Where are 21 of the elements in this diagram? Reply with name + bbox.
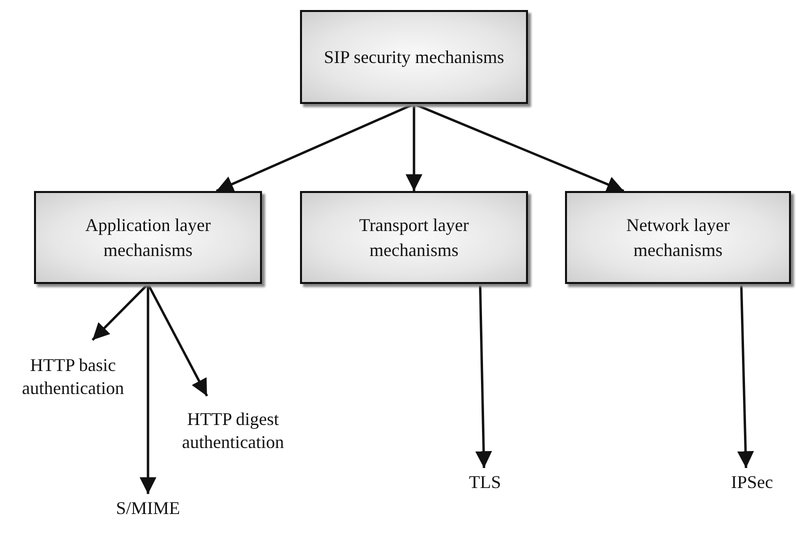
node-label: IPSec [731,471,773,494]
node-label: HTTP digest authentication [181,408,285,454]
node-label: TLS [468,471,501,494]
node-label: Network layer mechanisms [625,214,731,262]
arrow [140,284,156,494]
process-box [300,10,528,104]
node-label: Application layer mechanisms [84,214,212,262]
arrow [737,284,754,468]
node-label: S/MIME [116,497,180,520]
node-label: SIP security mechanisms [324,46,504,69]
arrow [216,102,414,192]
process-box [34,191,262,284]
node-label: HTTP basic authentication [21,354,125,400]
arrow [475,284,492,468]
arrow [406,104,422,191]
process-box [300,191,528,284]
arrow [146,283,208,397]
arrow [92,283,149,341]
process-box [565,191,791,284]
node-label: Transport layer mechanisms [358,214,470,262]
arrow [414,102,624,192]
